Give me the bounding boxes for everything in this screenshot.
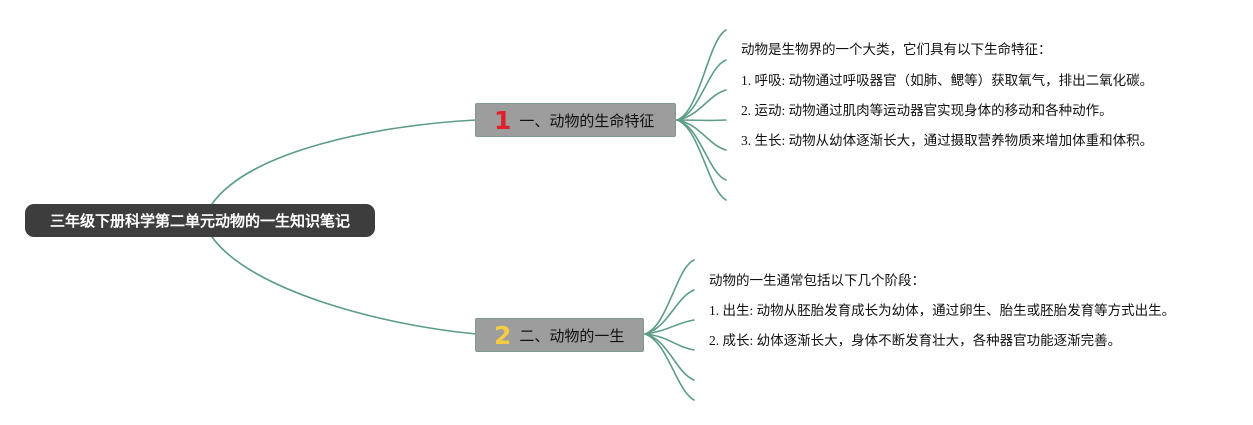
branch-1-leaf-movement[interactable]: 2. 运动: 动物通过肌肉等运动器官实现身体的移动和各种动作。 [741,103,1113,118]
branch-2-fan-line [644,333,695,351]
root-topic-label: 三年级下册科学第二单元动物的一生知识笔记 [49,212,350,230]
branch-1-leaf-breathing[interactable]: 1. 呼吸: 动物通过呼吸器官（如肺、鳃等）获取氧气，排出二氧化碳。 [741,73,1154,88]
branch-topic-1-label: 一、动物的生命特征 [519,111,655,130]
branch-2-fan-line [644,289,695,335]
branch-1-leaf-intro[interactable]: 动物是生物界的一个大类，它们具有以下生命特征： [741,42,1052,57]
branch-2-fan-line [644,259,695,335]
branch-2-fan-line [644,333,695,401]
branch-2-leaf-intro[interactable]: 动物的一生通常包括以下几个阶段： [709,273,925,288]
branch-topic-2[interactable]: 2 二、动物的一生 [475,318,644,352]
branch-2-leaf-birth[interactable]: 1. 出生: 动物从胚胎发育成长为幼体，通过卵生、胎生或胚胎发育等方式出生。 [709,303,1176,318]
branch-2-leaf-growth[interactable]: 2. 成长: 幼体逐渐长大，身体不断发育壮大，各种器官功能逐渐完善。 [709,333,1122,348]
branch-2-fan-line [644,319,695,335]
branch-1-fan-line [676,119,727,181]
branch-1-fan-line [676,119,727,201]
branch-topic-2-label: 二、动物的一生 [519,326,625,345]
number-2-icon: 2 [494,320,512,350]
branch-1-fan-line [676,29,727,121]
number-1-icon: 1 [494,105,512,135]
branch-1-leaf-growth[interactable]: 3. 生长: 动物从幼体逐渐长大，通过摄取营养物质来增加体重和体积。 [741,133,1154,148]
root-to-branch-2-connector [211,236,477,335]
root-to-branch-1-connector [211,119,477,205]
branch-1-fan-line [676,119,727,151]
branch-1-fan-line [676,89,727,121]
root-topic[interactable]: 三年级下册科学第二单元动物的一生知识笔记 [25,204,375,237]
branch-topic-1[interactable]: 1 一、动物的生命特征 [475,103,676,137]
branch-1-fan-line [676,59,727,121]
